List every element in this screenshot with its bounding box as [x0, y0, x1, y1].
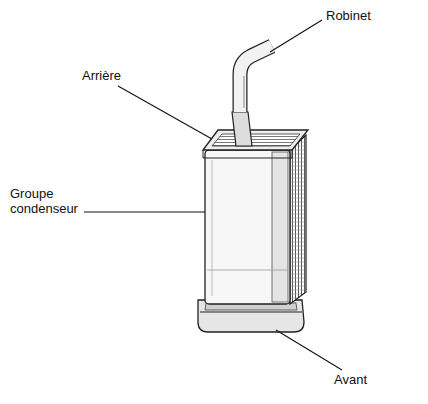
leader-line [84, 211, 205, 212]
leader-line [118, 86, 212, 139]
part-label: Arrière [82, 68, 121, 83]
part-label: Robinet [326, 8, 371, 23]
leader-line [276, 330, 342, 370]
leader-line [270, 20, 322, 52]
part-label: Avant [334, 372, 367, 387]
part-label: Groupe condenseur [10, 186, 88, 216]
